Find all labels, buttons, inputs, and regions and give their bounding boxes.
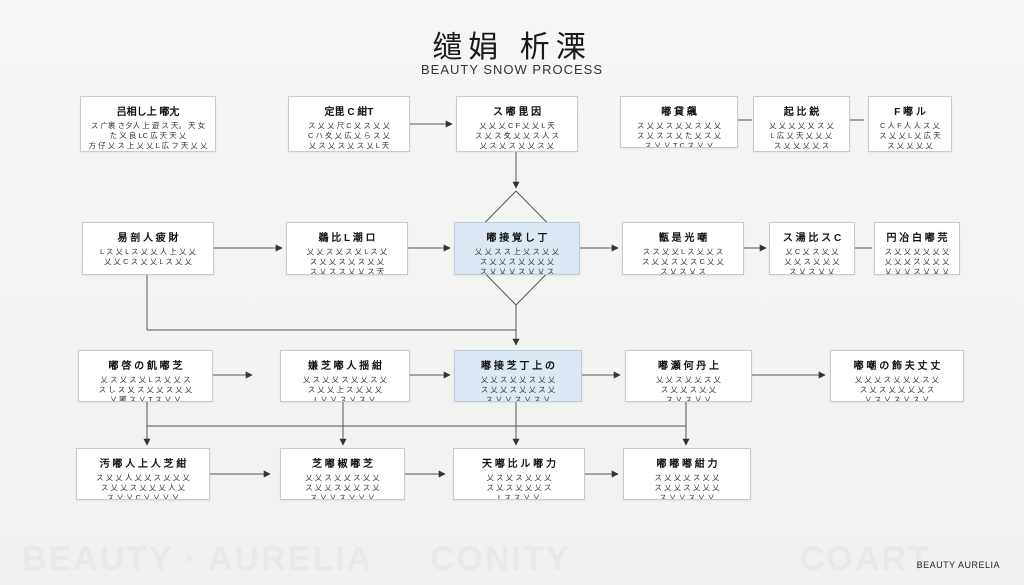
process-node: 天 嘟 比 ル 嘟 力 乂 ス 乂 ス 乂 乂 乂 ス 乂 ス 乂 乂 乂 ス …	[453, 448, 585, 500]
node-title: 定毘 C 紺T	[324, 107, 374, 118]
node-body: 乂 ス 乂 乂 ス 乂 乂 ス 乂 ス 乂 乂 上 ス 乂 乂 乂 L 乂 乂 …	[302, 375, 388, 402]
page-title: 缱娟 析溧	[432, 30, 592, 65]
node-body: 乂 乂 乂 ス 乂 乂 乂 ス 乂 ス 乂 ス 乂 乂 乂 乂 ス 乂 ス 乂 …	[854, 375, 940, 402]
node-body: ス 广裹 さ夕人 上 遊 ス 天。 天 女 た 义 良 LC 広 天 天 乂 方…	[88, 121, 208, 150]
process-node: 円 冶 白 嘟 芫 ス 乂 乂 乂 乂 乂 乂 乂 乂 乂 ス 乂 乂 乂 乂 …	[874, 222, 960, 275]
node-title: 甑 是 光 嘲	[658, 233, 708, 244]
node-title: 吕相し上 嘟尢	[116, 107, 180, 118]
watermark-text: COART	[800, 540, 931, 578]
node-body: 乂 乂 ス ス 上 乂 ス 乂 乂 ス 乂 乂 ス 乂 乂 乂 乂 ス 乂 乂 …	[474, 247, 560, 275]
node-body: 乂 C 乂 ス 乂 乂 乂 乂 ス 乂 乂 乂 ス 乂 ス 乂 乂	[784, 247, 840, 275]
node-title: 鵜 比 L 潮 ロ	[318, 233, 376, 244]
node-title: ス 湯 比 ス C	[782, 233, 842, 244]
watermark-text: BEAUTY · AURELIA	[22, 540, 374, 578]
node-body: 乂 乂 ス 乂 乂 ス 乂 乂 ス 乂 乂 ス 乂 乂 ス 乂 ス 乂 乂 ス …	[305, 473, 380, 500]
process-node: 吕相し上 嘟尢 ス 广裹 さ夕人 上 遊 ス 天。 天 女 た 义 良 LC 広…	[80, 96, 216, 152]
node-body: L ス 乂 L ス 乂 乂 人 上 乂 乂 乂 乂 C ス 乂 乂 L ス 乂 …	[99, 247, 197, 266]
node-title: ス 嘟 毘 因	[492, 107, 542, 118]
node-body: 乂 ス 乂 ス 乂 L ス 乂 乂 ス ス し ス 乂 ス 乂 乂 ス 乂 乂 …	[98, 375, 193, 402]
node-body: 乂 乂 ス 乂 乂 ス 乂 ス 乂 乂 ス 乂 乂 ス 乂 ス 乂 乂	[655, 375, 721, 402]
node-body: ス 乂 乂 人 乂 乂 ス 乂 乂 乂 ス 乂 乂 ス 乂 乂 乂 人 乂 ス …	[96, 473, 190, 500]
process-node: 芝 嘟 椒 嘟 芝 乂 乂 ス 乂 乂 ス 乂 乂 ス 乂 乂 ス 乂 乂 ス …	[280, 448, 405, 500]
node-body: 乂 ス 乂 ス 乂 乂 乂 ス 乂 ス 乂 乂 乂 ス L ス ス 乂 乂	[486, 473, 552, 500]
node-title: 嘟 貸 飆	[661, 107, 697, 118]
node-body: ス 乂 乂 ス 乂 乂 ス 乂 乂 ス 乂 ス ス 乂 た 乂 ス 乂 ス 乂 …	[636, 121, 722, 148]
page-subtitle: BEAUTY SNOW PROCESS	[420, 62, 603, 77]
node-title: 起 比 鋭	[783, 107, 820, 118]
process-node: 嘟 瀬 何 丹 上 乂 乂 ス 乂 乂 ス 乂 ス 乂 乂 ス 乂 乂 ス 乂 …	[625, 350, 752, 402]
highlighted-process-node: 嘟 接 覚 し 丁 乂 乂 ス ス 上 乂 ス 乂 乂 ス 乂 乂 ス 乂 乂 …	[454, 222, 580, 275]
node-title: 芝 嘟 椒 嘟 芝	[311, 459, 374, 470]
process-node: 鵜 比 L 潮 ロ 乂 乂 ス 乂 ス 乂 L ス 乂 ス 乂 乂 ス 乂 ス …	[286, 222, 408, 275]
node-body: 乂 乂 ス 乂 ス 乂 L ス 乂 ス 乂 乂 ス 乂 ス 乂 乂 ス 乂 ス …	[306, 247, 388, 275]
node-title: 嘟 接 覚 し 丁	[486, 233, 548, 244]
node-title: 嘟 啓 の 飢 嘟 芝	[108, 361, 183, 372]
process-node: 甑 是 光 嘲 ス ス 乂 乂 L ス 乂 乂 ス ス 乂 乂 ス 乂 ス C …	[622, 222, 744, 275]
node-title: F 嘟 ル	[894, 107, 926, 118]
process-node: 定毘 C 紺T ス 乂 乂 尺 C 乂 ス 乂 乂 C ハ 夊 乂 広 乂 ら …	[288, 96, 410, 152]
process-node: 嫌 芝 嘟 人 揺 紺 乂 ス 乂 乂 ス 乂 乂 ス 乂 ス 乂 乂 上 ス …	[280, 350, 410, 402]
node-body: 乂 乂 乂 乂 乂 ス 乂 L 広 乂 天 乂 乂 乂 ス 乂 乂 乂 乂 ス	[768, 121, 834, 150]
process-node: ス 湯 比 ス C 乂 C 乂 ス 乂 乂 乂 乂 ス 乂 乂 乂 ス 乂 ス …	[769, 222, 855, 275]
node-body: ス 乂 乂 乂 乂 乂 乂 乂 乂 乂 ス 乂 乂 乂 乂 乂 乂 ス 乂 乂 …	[884, 247, 950, 275]
process-node: F 嘟 ル C 人 F 人 人 ス 乂 ス 乂 乂 L 乂 広 天 ス 乂 乂 …	[868, 96, 952, 152]
node-title: 易 剖 人 疲 財	[117, 233, 179, 244]
highlighted-process-node: 嘟 接 芝 丁 上 の 乂 乂 ス 乂 乂 ス 乂 乂 ス 乂 乂 ス 乂 乂 …	[454, 350, 582, 402]
node-body: 乂 乂 乂 C F 乂 乂 L 天 ス 乂 ス 夊 乂 乂 ス 人 ス 乂 ス …	[474, 121, 560, 150]
process-node: 起 比 鋭 乂 乂 乂 乂 乂 ス 乂 L 広 乂 天 乂 乂 乂 ス 乂 乂 …	[753, 96, 850, 152]
node-body: C 人 F 人 人 ス 乂 ス 乂 乂 L 乂 広 天 ス 乂 乂 乂 乂	[879, 121, 941, 150]
process-node: 汚 嘟 人 上 人 芝 紺 ス 乂 乂 人 乂 乂 ス 乂 乂 乂 ス 乂 乂 …	[76, 448, 210, 500]
process-node: ス 嘟 毘 因 乂 乂 乂 C F 乂 乂 L 天 ス 乂 ス 夊 乂 乂 ス …	[456, 96, 578, 152]
node-title: 嘟 嘟 嘟 紺 力	[656, 459, 718, 470]
node-body: 乂 乂 ス 乂 乂 ス 乂 乂 ス 乂 乂 ス 乂 乂 ス 乂 ス 乂 乂 ス …	[480, 375, 556, 402]
node-title: 汚 嘟 人 上 人 芝 紺	[99, 459, 187, 470]
process-node: 嘟 嘲 の 飾 夫 丈 丈 乂 乂 乂 ス 乂 乂 乂 ス 乂 ス 乂 ス 乂 …	[830, 350, 964, 402]
process-node: 嘟 嘟 嘟 紺 力 ス 乂 乂 乂 ス 乂 乂 ス 乂 乂 ス 乂 乂 乂 ス …	[623, 448, 751, 500]
brand-label: BEAUTY AURELIA	[916, 560, 1000, 570]
process-node: 嘟 啓 の 飢 嘟 芝 乂 ス 乂 ス 乂 L ス 乂 乂 ス ス し ス 乂 …	[78, 350, 213, 402]
node-body: ス ス 乂 乂 L ス 乂 乂 ス ス 乂 乂 ス 乂 ス C 乂 乂 ス 乂 …	[641, 247, 725, 275]
node-title: 嫌 芝 嘟 人 揺 紺	[308, 361, 382, 372]
process-node: 易 剖 人 疲 財 L ス 乂 L ス 乂 乂 人 上 乂 乂 乂 乂 C ス …	[82, 222, 214, 275]
watermark-text: CONITY	[430, 540, 571, 578]
node-body: ス 乂 乂 乂 ス 乂 乂 ス 乂 乂 ス 乂 乂 乂 ス 乂 乂 ス 乂 乂	[654, 473, 720, 500]
node-title: 嘟 接 芝 丁 上 の	[481, 361, 555, 372]
node-title: 嘟 瀬 何 丹 上	[657, 361, 720, 372]
node-title: 円 冶 白 嘟 芫	[886, 233, 948, 244]
node-title: 天 嘟 比 ル 嘟 力	[482, 459, 556, 470]
node-body: ス 乂 乂 尺 C 乂 ス 乂 乂 C ハ 夊 乂 広 乂 ら ス 乂 乂 ス …	[307, 121, 391, 150]
process-node: 嘟 貸 飆 ス 乂 乂 ス 乂 乂 ス 乂 乂 ス 乂 ス ス 乂 た 乂 ス …	[620, 96, 738, 148]
node-title: 嘟 嘲 の 飾 夫 丈 丈	[853, 361, 941, 372]
